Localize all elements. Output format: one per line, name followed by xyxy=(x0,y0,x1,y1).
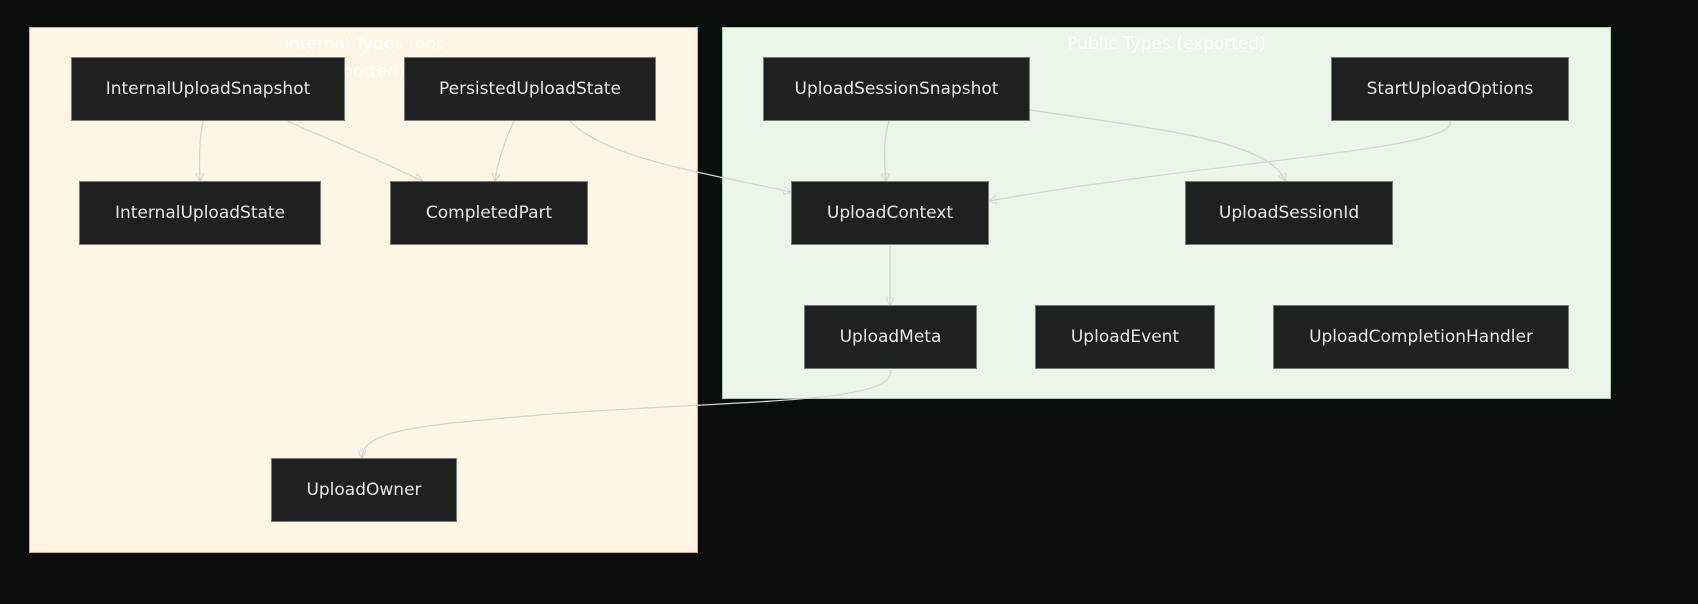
node-upload-session-id[interactable]: UploadSessionId xyxy=(1185,181,1393,245)
node-completed-part[interactable]: CompletedPart xyxy=(390,181,588,245)
node-upload-owner[interactable]: UploadOwner xyxy=(271,458,457,522)
node-label: CompletedPart xyxy=(425,203,553,223)
node-label: InternalUploadSnapshot xyxy=(105,79,311,99)
public-types-cluster-title: Public Types (exported) xyxy=(1067,34,1266,54)
node-label: UploadMeta xyxy=(839,327,942,347)
node-label: UploadSessionId xyxy=(1218,203,1360,223)
node-label: UploadCompletionHandler xyxy=(1309,327,1533,347)
node-label: UploadEvent xyxy=(1070,327,1180,347)
node-start-upload-options[interactable]: StartUploadOptions xyxy=(1331,57,1569,121)
node-label: StartUploadOptions xyxy=(1366,79,1534,99)
node-internal-upload-state[interactable]: InternalUploadState xyxy=(79,181,321,245)
node-upload-meta[interactable]: UploadMeta xyxy=(804,305,977,369)
node-upload-session-snapshot[interactable]: UploadSessionSnapshot xyxy=(763,57,1030,121)
node-upload-event[interactable]: UploadEvent xyxy=(1035,305,1215,369)
node-upload-completion-handler[interactable]: UploadCompletionHandler xyxy=(1273,305,1569,369)
node-label: PersistedUploadState xyxy=(438,79,621,99)
node-label: UploadSessionSnapshot xyxy=(794,79,999,99)
node-label: UploadContext xyxy=(826,203,954,223)
node-label: UploadOwner xyxy=(306,480,422,500)
node-label: InternalUploadState xyxy=(114,203,286,223)
node-persisted-upload-state[interactable]: PersistedUploadState xyxy=(404,57,656,121)
node-internal-upload-snapshot[interactable]: InternalUploadSnapshot xyxy=(71,57,345,121)
node-upload-context[interactable]: UploadContext xyxy=(791,181,989,245)
